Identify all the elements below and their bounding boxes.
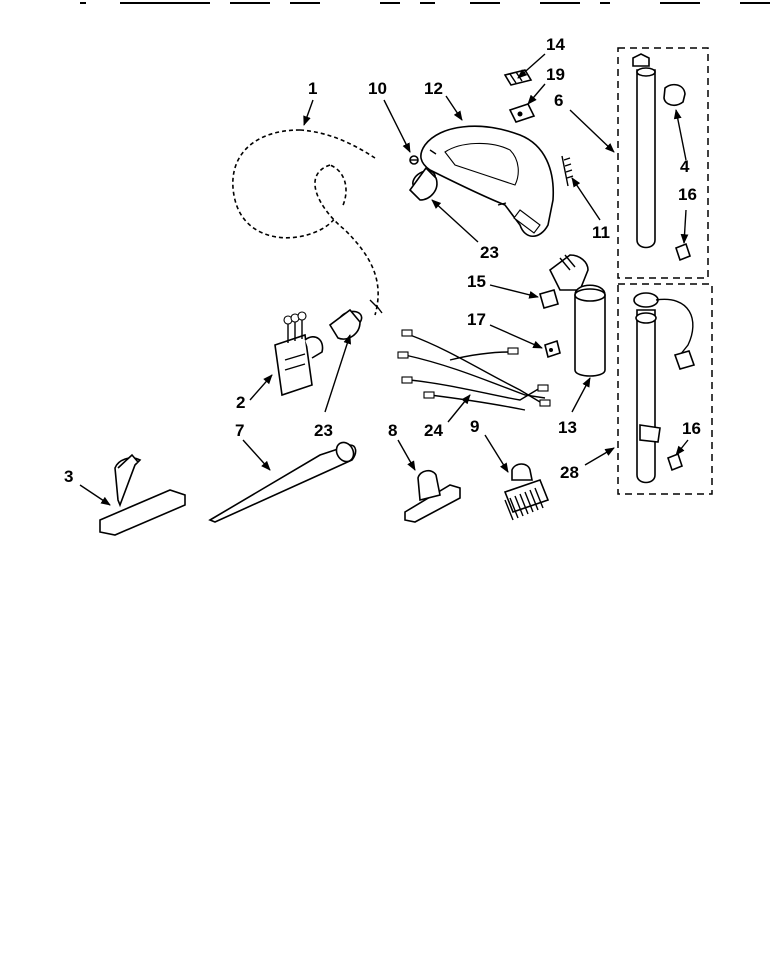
part-2-connector — [274, 311, 324, 397]
part-6-wand-assembly — [617, 47, 709, 279]
part-24-wire-harness — [397, 329, 551, 411]
part-15-clip — [539, 289, 559, 309]
label-part-12: 12 — [424, 79, 443, 98]
label-part-15: 15 — [467, 272, 486, 291]
part-12-handle — [420, 125, 555, 238]
label-part-19: 19 — [546, 65, 565, 84]
label-part-11: 11 — [592, 223, 610, 242]
label-part-23-upper: 23 — [480, 243, 499, 262]
label-part-6: 6 — [554, 91, 563, 110]
label-part-28: 28 — [560, 463, 579, 482]
label-part-23-lower: 23 — [314, 421, 333, 440]
label-part-16-lower: 16 — [682, 419, 701, 438]
part-17-clip — [544, 339, 561, 359]
label-part-10: 10 — [368, 79, 387, 98]
part-7-crevice-tool — [208, 441, 357, 523]
part-23-coupler-upper — [408, 166, 438, 201]
label-part-3: 3 — [64, 467, 73, 486]
label-part-2: 2 — [236, 393, 245, 412]
part-9-dusting-brush — [503, 463, 550, 521]
part-1-hose — [232, 129, 383, 316]
part-23-coupler-lower — [328, 308, 363, 340]
label-part-17: 17 — [467, 310, 486, 329]
leader-lines — [79, 53, 689, 506]
part-labels: 1 10 12 14 19 6 4 16 11 23 15 17 2 23 24… — [64, 35, 701, 486]
part-19-latch — [508, 103, 536, 123]
label-part-7: 7 — [235, 421, 244, 440]
label-part-24: 24 — [424, 421, 443, 440]
label-part-1: 1 — [308, 79, 317, 98]
label-part-9: 9 — [470, 417, 479, 436]
label-part-4: 4 — [680, 157, 690, 176]
label-part-14: 14 — [546, 35, 565, 54]
label-part-8: 8 — [388, 421, 397, 440]
label-part-16-upper: 16 — [678, 185, 697, 204]
part-8-upholstery-tool — [404, 469, 461, 523]
label-part-13: 13 — [558, 418, 577, 437]
part-28-wand-assembly — [617, 283, 713, 495]
part-13-wand — [548, 254, 606, 377]
part-3-floor-brush — [99, 453, 186, 536]
part-11-spring — [561, 155, 574, 187]
part-10-screw — [409, 155, 419, 165]
